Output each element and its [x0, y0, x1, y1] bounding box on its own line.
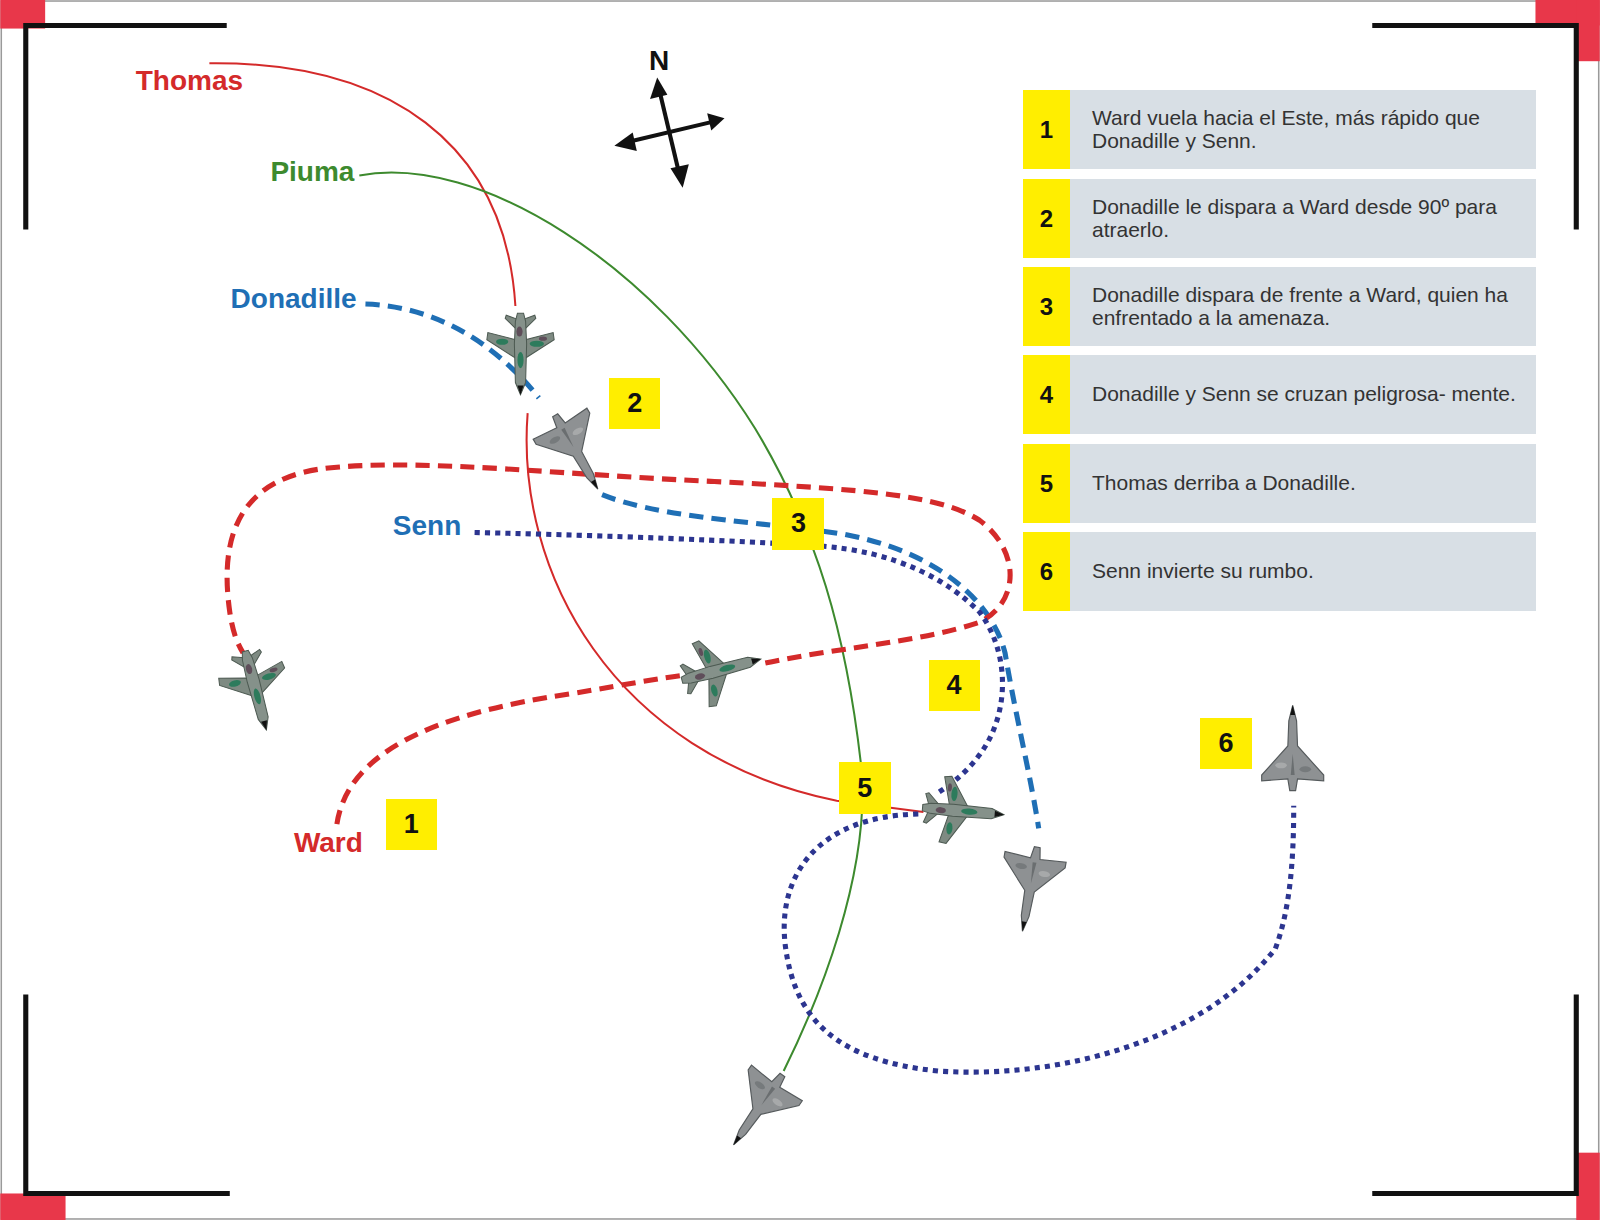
step-description: Donadille dispara de frente a Ward, quie… [1092, 284, 1528, 329]
callout-number: 1 [386, 799, 437, 850]
corner-mark [1576, 1153, 1599, 1220]
step-description: Ward vuela hacia el Este, más rápido que… [1092, 107, 1528, 152]
callout-number: 3 [772, 498, 824, 550]
pilot-name: Senn [393, 512, 461, 540]
legend-row: 6 Senn invierte su rumbo. [1023, 532, 1536, 611]
pilot-name: Piuma [270, 158, 354, 186]
compass-label: N [649, 47, 669, 75]
skyhawk-aircraft [673, 627, 769, 713]
compass-arrowhead [650, 78, 667, 99]
flight-path-senn [475, 532, 1003, 793]
step-number: 2 [1023, 179, 1070, 258]
legend-row: 1 Ward vuela hacia el Este, más rápido qu… [1023, 90, 1536, 169]
callout-number: 6 [1200, 718, 1252, 769]
step-description: Donadille y Senn se cruzan peligrosa- me… [1092, 383, 1516, 406]
skyhawk-aircraft [920, 774, 1007, 848]
step-band: Donadille y Senn se cruzan peligrosa- me… [1070, 355, 1536, 434]
callout-number: 2 [609, 378, 660, 429]
pilot-name: Ward [294, 829, 363, 857]
flight-path-thomas [209, 63, 515, 306]
step-band: Donadille dispara de frente a Ward, quie… [1070, 267, 1536, 346]
step-number: 5 [1023, 444, 1070, 523]
corner-bracket [26, 995, 230, 1194]
step-number: 6 [1023, 532, 1070, 611]
step-band: Thomas derriba a Donadille. [1070, 444, 1536, 523]
corner-bracket [1372, 995, 1576, 1194]
legend-row: 4 Donadille y Senn se cruzan peligrosa- m… [1023, 355, 1536, 434]
pilot-name: Donadille [231, 285, 357, 313]
flight-path-senn [784, 806, 1294, 1072]
flight-path-donadille [602, 495, 1039, 829]
skyhawk-aircraft [487, 313, 554, 395]
callout-number: 5 [839, 762, 891, 814]
step-description: Thomas derriba a Donadille. [1092, 472, 1356, 495]
step-description: Senn invierte su rumbo. [1092, 560, 1314, 583]
corner-mark [0, 1193, 65, 1220]
flight-path-piuma [359, 173, 862, 1071]
step-band: Ward vuela hacia el Este, más rápido que… [1070, 90, 1536, 169]
compass-arrowhead [707, 113, 724, 130]
mirage-aircraft [992, 842, 1068, 937]
flight-path-ward [227, 465, 1010, 663]
step-number: 4 [1023, 355, 1070, 434]
callout-number: 4 [929, 660, 980, 711]
corner-mark [1576, 0, 1599, 61]
legend-row: 2 Donadille le dispara a Ward desde 90º p… [1023, 179, 1536, 258]
compass-arrowhead [670, 164, 688, 187]
mirage-aircraft [1262, 705, 1324, 790]
legend-row: 3 Donadille dispara de frente a Ward, qui… [1023, 267, 1536, 346]
step-number: 1 [1023, 90, 1070, 169]
compass-arrowhead [614, 133, 636, 151]
mirage-aircraft [708, 1057, 808, 1162]
step-band: Donadille le dispara a Ward desde 90º pa… [1070, 179, 1536, 258]
corner-bracket [26, 26, 227, 230]
step-description: Donadille le dispara a Ward desde 90º pa… [1092, 196, 1528, 241]
pilot-name: Thomas [136, 67, 243, 95]
legend-row: 5 Thomas derriba a Donadille. [1023, 444, 1536, 523]
skyhawk-aircraft [213, 642, 299, 738]
step-number: 3 [1023, 267, 1070, 346]
step-band: Senn invierte su rumbo. [1070, 532, 1536, 611]
compass-axis [625, 121, 715, 142]
